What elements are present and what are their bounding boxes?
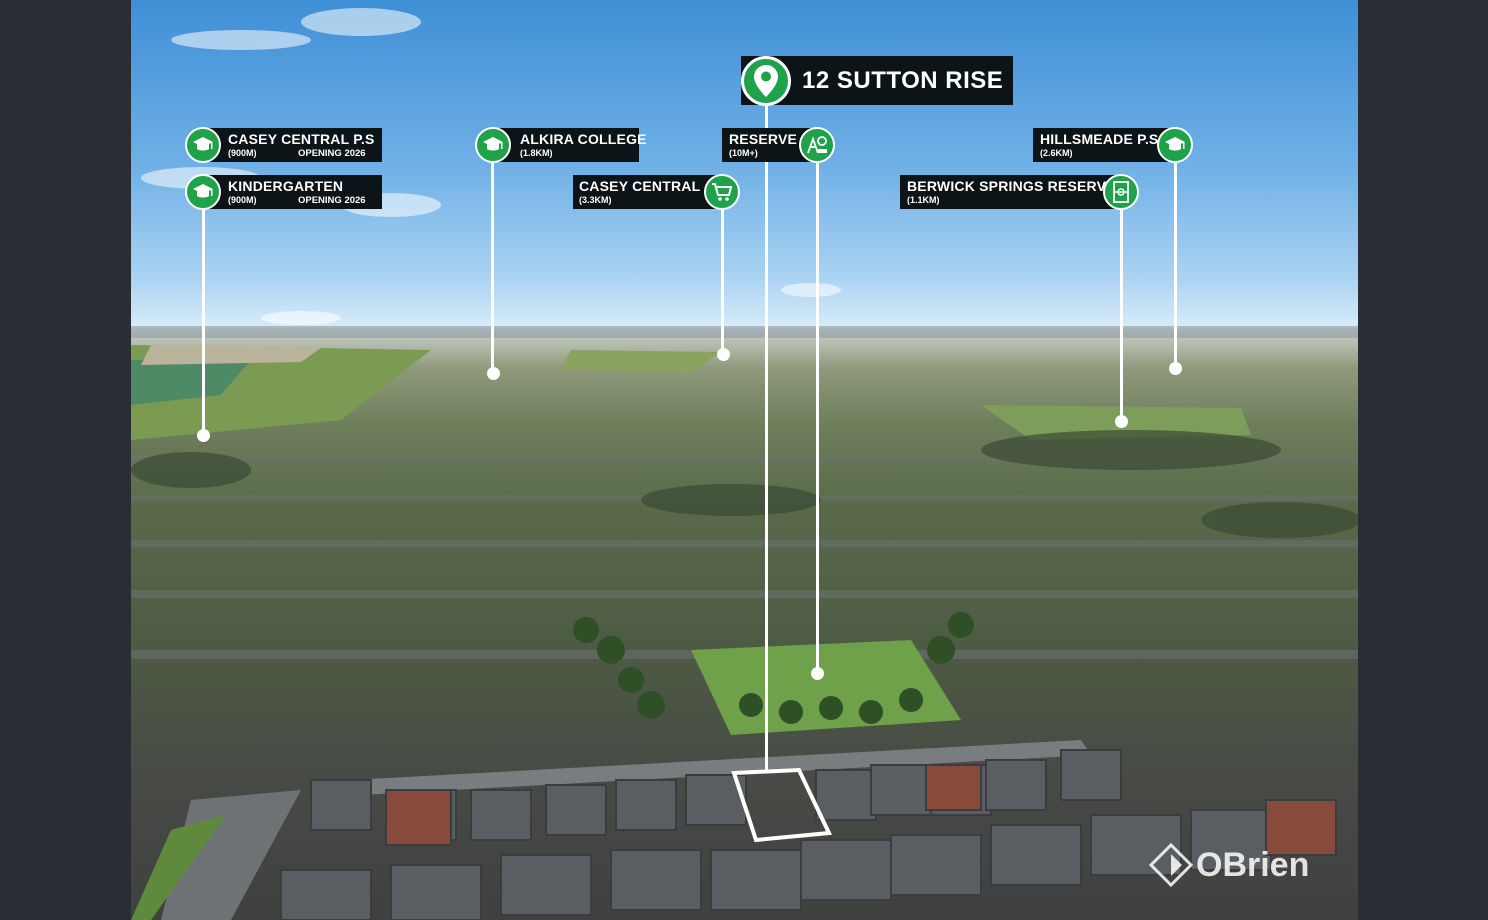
property-label: 12 SUTTON RISE [741,56,1013,105]
callout-berwick-springs-reserve: BERWICK SPRINGS RESERVE (1.1KM) [900,175,1122,209]
property-outline [731,767,833,843]
property-address: 12 SUTTON RISE [802,67,1004,94]
graduation-cap-icon [185,174,221,210]
callout-distance: (1.8KM) [520,148,553,158]
callout-name: CASEY CENTRAL P.S [228,131,375,147]
stem-casey-central-ps [202,208,205,436]
graduation-cap-icon [475,127,511,163]
playground-icon [799,127,835,163]
stem-berwick-springs-reserve [1120,208,1123,420]
aerial-scene [131,8,1358,920]
stem-casey-central [721,208,724,353]
callout-note: OPENING 2026 [298,195,366,206]
callout-distance: (1.1KM) [907,195,940,205]
marker-berwick-springs-reserve [1115,415,1128,428]
callout-distance: (900M) [228,195,257,205]
callout-distance: (900M) [228,148,257,158]
callout-name: RESERVE [729,131,798,147]
callout-casey-central-ps: CASEY CENTRAL P.S (900M) OPENING 2026 [204,128,382,162]
graduation-cap-icon [1157,127,1193,163]
right-frame [1358,0,1488,920]
marker-hillsmeade-ps [1169,362,1182,375]
callout-name: KINDERGARTEN [228,178,344,194]
marker-casey-central [717,348,730,361]
sports-field-icon [1103,174,1139,210]
marker-casey-central-ps [197,429,210,442]
brand-name: OBrien [1196,845,1310,884]
callout-name: ALKIRA COLLEGE [520,131,647,147]
graduation-cap-icon [185,127,221,163]
callout-distance: (3.3KM) [579,195,612,205]
callout-distance: (2.6KM) [1040,148,1073,158]
callout-hillsmeade-ps: HILLSMEADE P.S (2.6KM) [1033,128,1177,162]
callout-note: OPENING 2026 [298,148,366,159]
callout-distance: (10M+) [729,148,758,158]
stem-reserve [816,162,819,672]
callout-name: HILLSMEADE P.S [1040,131,1159,147]
stem-property [765,104,768,770]
shopping-cart-icon [704,174,740,210]
brand-logo: OBrien [1148,842,1309,888]
callout-alkira-college: ALKIRA COLLEGE (1.8KM) [494,128,647,162]
marker-alkira-college [487,367,500,380]
location-pin-icon [741,56,791,106]
callout-name: CASEY CENTRAL [579,178,701,194]
callout-casey-central: CASEY CENTRAL (3.3KM) [573,175,721,209]
left-frame [0,0,131,920]
callout-name: BERWICK SPRINGS RESERVE [907,178,1116,194]
stem-hillsmeade-ps [1174,162,1177,367]
marker-reserve [811,667,824,680]
callout-kindergarten: KINDERGARTEN (900M) OPENING 2026 [204,175,382,209]
diamond-logo-icon [1148,842,1194,888]
stem-alkira-college [491,162,494,372]
